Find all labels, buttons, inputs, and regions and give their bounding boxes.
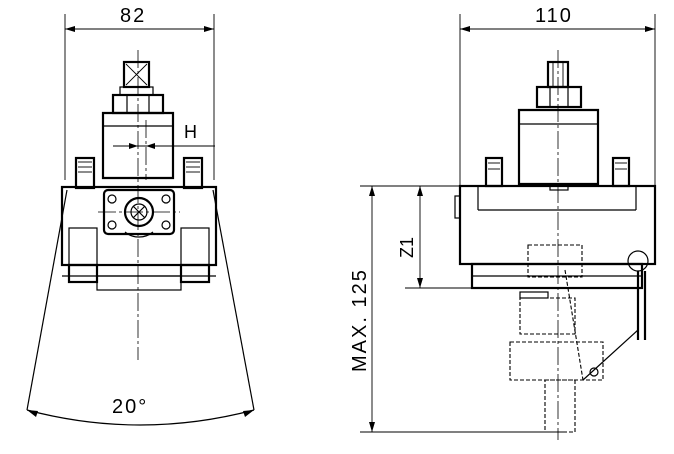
front-view: 82 H	[26, 5, 255, 426]
arrow-82-right	[204, 26, 214, 32]
hidden-holder-mid	[519, 297, 576, 335]
side-view: 110	[349, 5, 657, 440]
tool-body	[101, 111, 175, 180]
rotation-arc	[124, 231, 154, 238]
hidden-linkage	[564, 269, 584, 381]
base-foot-left	[67, 263, 99, 284]
dim-angle-label: 20°	[112, 396, 148, 418]
arrow-h-right	[146, 143, 155, 149]
arrow-82-left	[65, 26, 75, 32]
side-stud-left	[484, 156, 504, 188]
arrow-z1-top	[417, 186, 423, 196]
flange-bolt-br	[161, 220, 171, 230]
arrow-110-right	[645, 26, 655, 32]
flange-bolt-tr	[161, 194, 171, 204]
dim-110-label: 110	[535, 5, 573, 27]
arrow-110-left	[460, 26, 470, 32]
hidden-holder-shank	[544, 379, 576, 433]
cone-edge-right	[212, 189, 255, 411]
side-base-block	[458, 184, 657, 266]
stud-right	[182, 156, 204, 190]
side-nut	[535, 85, 583, 109]
side-stud-right	[611, 156, 631, 188]
linkage-pin	[589, 367, 599, 377]
holder-collar	[519, 291, 549, 299]
side-clamp-tab	[454, 195, 461, 219]
base-foot-right	[179, 263, 211, 284]
arrow-angle-left	[27, 410, 38, 417]
dim-max-label: MAX. 125	[349, 268, 371, 372]
hidden-holder-top	[527, 244, 583, 278]
base-slot-right	[180, 227, 210, 266]
square-drive-cross-b	[125, 63, 148, 86]
side-body	[517, 108, 600, 186]
arrow-max-bottom	[369, 422, 375, 432]
lever-knob[interactable]	[627, 250, 649, 272]
lever-link	[582, 329, 639, 381]
dim-82-label: 82	[120, 5, 146, 27]
stud-left	[74, 156, 96, 190]
dim-h-label: H	[184, 122, 197, 142]
drive-collar	[119, 86, 154, 96]
cone-edge-left	[26, 189, 68, 411]
hidden-holder-bottom	[509, 341, 604, 381]
base-underside	[96, 275, 182, 291]
arrow-angle-right	[243, 410, 254, 417]
dim-z1-label: Z1	[397, 237, 417, 258]
arrow-h-left	[129, 143, 138, 149]
arrow-z1-bottom	[417, 278, 423, 288]
flange-bolt-bl	[107, 220, 117, 230]
base-block	[60, 185, 218, 267]
flange-bolt-tl	[107, 194, 117, 204]
arrow-max-top	[369, 186, 375, 196]
base-slot-left	[68, 227, 98, 266]
angle-arc	[26, 409, 255, 426]
